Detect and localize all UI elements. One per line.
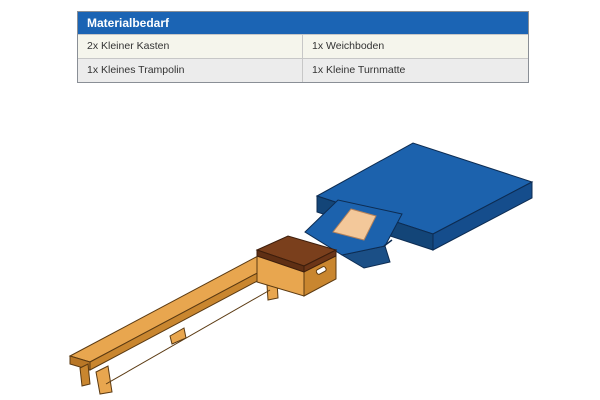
material-table: Materialbedarf 2x Kleiner Kasten 1x Weic… [77, 11, 529, 83]
box-top-edge-right [303, 249, 337, 273]
box-handle-hole [315, 266, 327, 275]
table-cell-item: 2x Kleiner Kasten [78, 35, 303, 58]
bench-leg-front-back [79, 363, 91, 387]
table-row: 1x Kleines Trampolin 1x Kleine Turnmatte [78, 58, 528, 82]
table-cell-item: 1x Kleines Trampolin [78, 59, 303, 82]
mini-trampoline [304, 199, 403, 269]
bench-side [89, 261, 279, 371]
bench-mid-support [169, 327, 187, 345]
bench-top [68, 255, 280, 363]
table-cell-item: 1x Weichboden [312, 40, 385, 52]
bench-leg-front [95, 365, 113, 395]
bench-brace [105, 289, 271, 385]
gymnastics-bench [68, 255, 280, 395]
trampoline-leg [383, 239, 393, 247]
vaulting-box [255, 235, 338, 297]
trampoline-pad [332, 208, 377, 241]
table-title: Materialbedarf [78, 12, 528, 34]
table-row: 2x Kleiner Kasten 1x Weichboden [78, 34, 528, 58]
table-cell-item: 1x Kleine Turnmatte [312, 64, 406, 76]
